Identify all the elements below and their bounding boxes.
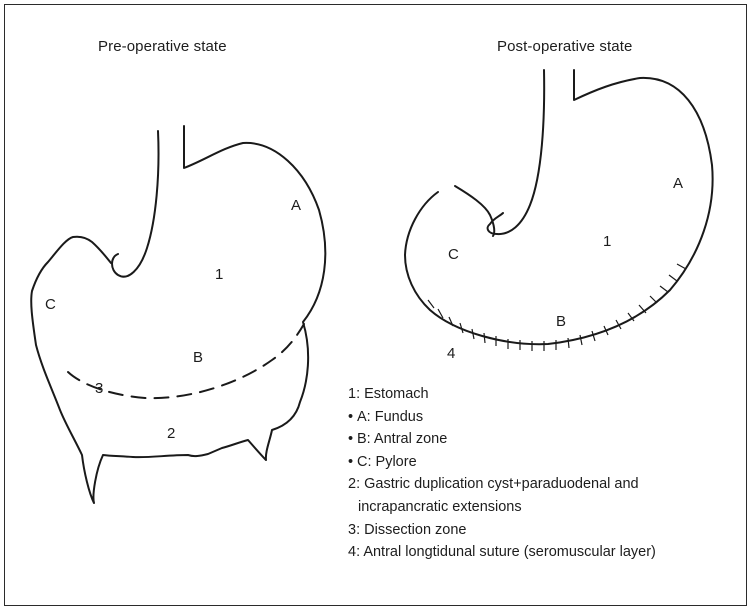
bullet-icon: • bbox=[348, 406, 357, 429]
bullet-icon: • bbox=[348, 451, 357, 474]
legend-text-pylore: C: Pylore bbox=[357, 454, 417, 470]
post-label-c: C bbox=[448, 246, 459, 263]
post-label-b: B bbox=[556, 313, 566, 330]
pre-label-three: 3 bbox=[95, 380, 103, 397]
legend-text-duplication-cyst-cont: incrapancratic extensions bbox=[358, 499, 522, 515]
legend-text-duplication-cyst: 2: Gastric duplication cyst+paraduodenal… bbox=[348, 476, 639, 492]
pre-label-c: C bbox=[45, 296, 56, 313]
legend-item-antral-suture: 4: Antral longtidunal suture (seromuscul… bbox=[348, 541, 656, 564]
pre-operative-stomach bbox=[31, 126, 325, 503]
legend-item-stomach: 1: Estomach bbox=[348, 383, 656, 406]
legend-item-antral-zone: •B: Antral zone bbox=[348, 428, 656, 451]
bullet-icon: • bbox=[348, 428, 357, 451]
legend-item-fundus: •A: Fundus bbox=[348, 406, 656, 429]
post-lesser-curvature bbox=[488, 70, 545, 234]
legend: 1: Estomach •A: Fundus •B: Antral zone •… bbox=[348, 383, 656, 564]
post-label-a: A bbox=[673, 175, 683, 192]
post-label-one: 1 bbox=[603, 233, 611, 250]
legend-item-pylore: •C: Pylore bbox=[348, 451, 656, 474]
legend-text-fundus: A: Fundus bbox=[357, 409, 423, 425]
pre-lesser-curvature bbox=[112, 131, 159, 277]
antral-suture-stitches bbox=[428, 264, 686, 351]
legend-text-antral-zone: B: Antral zone bbox=[357, 431, 447, 447]
pre-label-a: A bbox=[291, 197, 301, 214]
dissection-zone-line bbox=[68, 324, 304, 398]
pre-label-one: 1 bbox=[215, 266, 223, 283]
legend-item-duplication-cyst-cont: incrapancratic extensions bbox=[348, 496, 656, 519]
post-label-four: 4 bbox=[447, 345, 455, 362]
pre-label-two: 2 bbox=[167, 425, 175, 442]
legend-item-dissection-zone: 3: Dissection zone bbox=[348, 519, 656, 542]
legend-text-stomach: 1: Estomach bbox=[348, 386, 429, 402]
post-greater-curvature bbox=[405, 70, 713, 344]
post-operative-stomach bbox=[405, 70, 713, 351]
pre-label-b: B bbox=[193, 349, 203, 366]
legend-item-duplication-cyst: 2: Gastric duplication cyst+paraduodenal… bbox=[348, 473, 656, 496]
pre-greater-curvature bbox=[31, 126, 325, 503]
legend-text-antral-suture: 4: Antral longtidunal suture (seromuscul… bbox=[348, 544, 656, 560]
legend-text-dissection-zone: 3: Dissection zone bbox=[348, 522, 466, 538]
